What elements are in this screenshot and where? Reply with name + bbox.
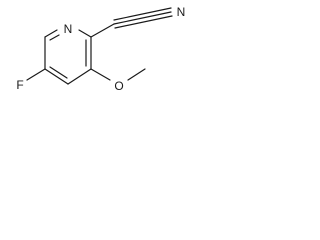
fluoro-group: [26, 68, 46, 81]
bond-c6-n1: [44, 29, 58, 38]
pyridine-ring: [44, 29, 92, 85]
bond-c5-f: [26, 68, 46, 81]
methoxy-group: [90, 68, 146, 81]
chemical-structure: N N F O: [16, 5, 186, 93]
bond-c3-c4: [67, 68, 92, 85]
bond-n1-c2: [78, 29, 92, 38]
ring-nitrogen-label: N: [64, 22, 73, 36]
bond-o-ch3: [127, 68, 146, 81]
triple-bond-line-2: [113, 7, 172, 21]
methoxy-oxygen-label: O: [114, 79, 123, 93]
bond-c2-cn: [90, 23, 115, 38]
bond-c3-o: [90, 68, 111, 81]
bond-c4-c5-inner: [49, 66, 68, 79]
triple-bond-line-1: [113, 11, 172, 25]
bond-c6-n1-inner: [49, 34, 60, 41]
nitrile-nitrogen-label: N: [177, 5, 186, 19]
bond-c4-c5: [44, 68, 69, 85]
nitrile-group: [90, 7, 173, 38]
fluorine-label: F: [16, 78, 23, 92]
triple-bond-line-3: [114, 15, 173, 29]
